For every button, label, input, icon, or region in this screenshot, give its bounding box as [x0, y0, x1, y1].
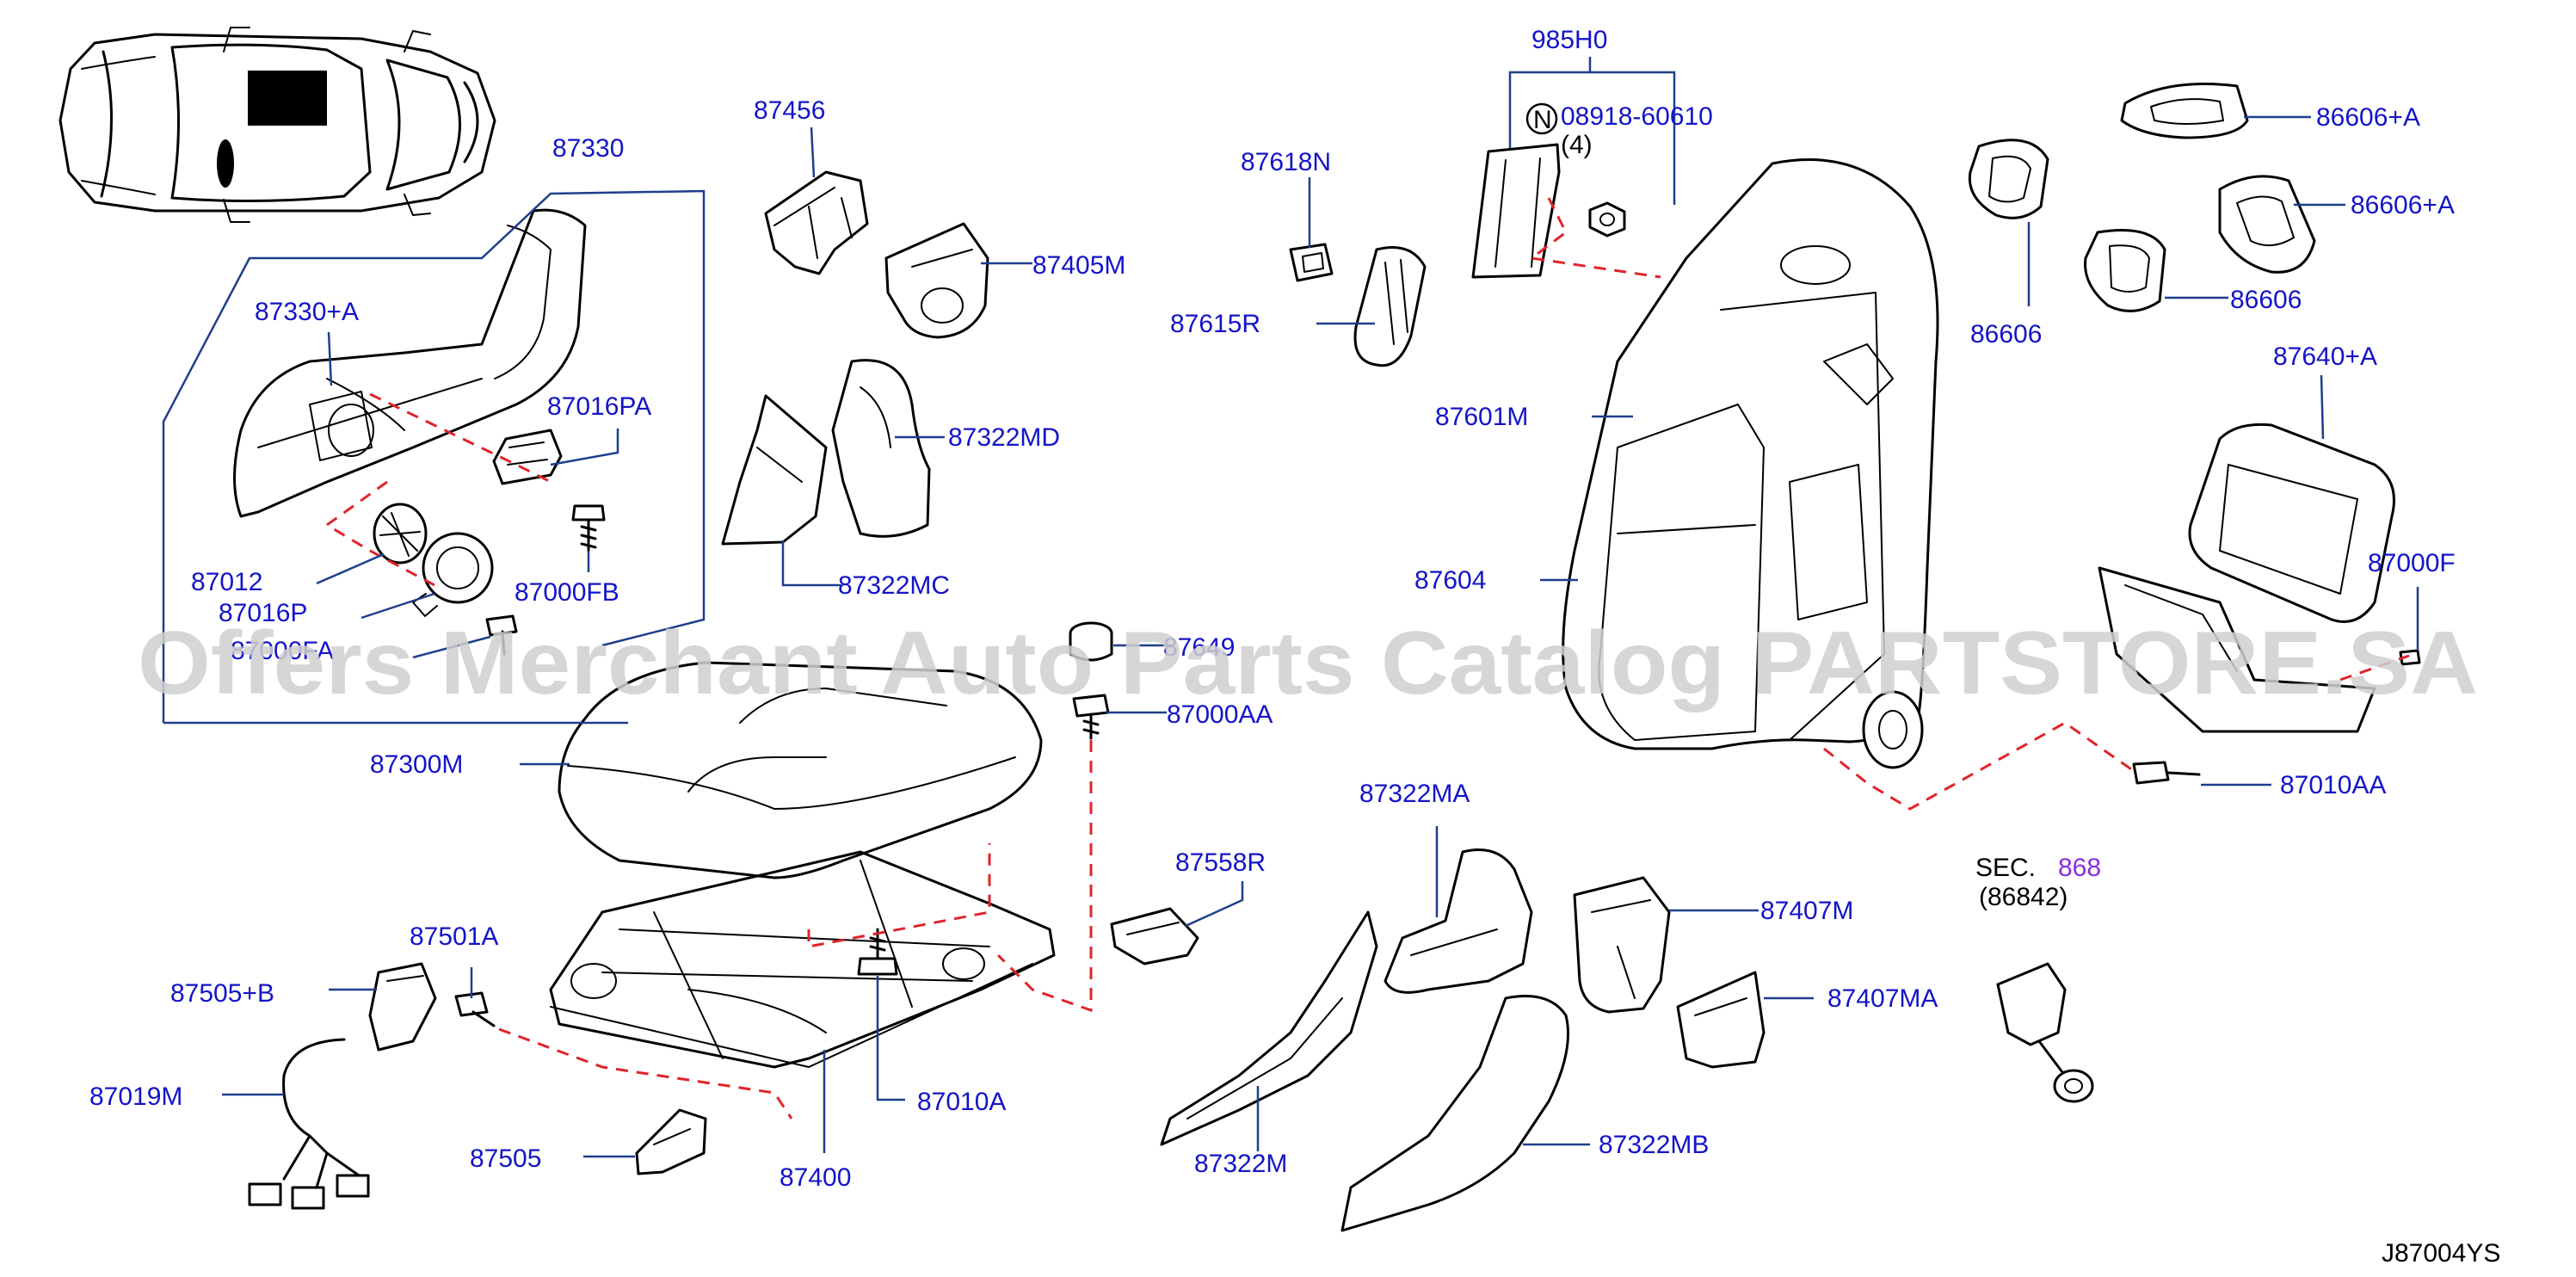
headrest-module-drawing — [1471, 143, 1561, 279]
label-87322m[interactable]: 87322M — [1194, 1150, 1287, 1178]
label-87400[interactable]: 87400 — [780, 1163, 851, 1192]
label-87505-b[interactable]: 87505+B — [170, 979, 274, 1008]
label-08918-60610[interactable]: 08918-60610 — [1561, 102, 1713, 131]
dash-back-bolt — [1823, 721, 2135, 811]
redacted-block — [248, 71, 327, 126]
label-87019m[interactable]: 87019M — [89, 1083, 182, 1111]
shield-87322MC-drawing — [721, 394, 828, 546]
label-86606-a-2[interactable]: 86606+A — [2351, 191, 2455, 219]
screw-87000F-drawing — [2399, 649, 2421, 666]
sec-ref: (86842) — [1979, 883, 2068, 911]
label-08918-qty: (4) — [1561, 131, 1593, 159]
label-86606-2[interactable]: 86606 — [1970, 320, 2042, 349]
seat-back-finisher-drawing — [233, 208, 587, 518]
label-87010a[interactable]: 87010A — [917, 1088, 1006, 1116]
nut-drawing — [1588, 201, 1626, 238]
label-87000fa[interactable]: 87000FA — [231, 637, 334, 665]
screw-87000FA-drawing — [485, 614, 518, 656]
diagram-code: J87004YS — [2382, 1239, 2500, 1268]
label-87501a[interactable]: 87501A — [410, 922, 498, 951]
n-marker-circle — [1525, 102, 1558, 135]
sec-prefix: SEC. — [1975, 854, 2036, 882]
label-985h0[interactable]: 985H0 — [1531, 26, 1607, 54]
dash-finisher-bracket — [369, 392, 552, 484]
label-87618n[interactable]: 87618N — [1241, 148, 1331, 176]
seat-back-drawing — [1562, 158, 1939, 769]
screw-87501A-drawing — [454, 991, 496, 1027]
label-87601m[interactable]: 87601M — [1435, 403, 1528, 431]
dash-frame-bolt-aa — [996, 740, 1093, 1013]
label-87407ma[interactable]: 87407MA — [1827, 984, 1938, 1013]
cover-87405M-drawing — [884, 222, 989, 339]
bolt-87000AA-drawing — [1072, 694, 1110, 740]
label-87016p[interactable]: 87016P — [219, 599, 307, 627]
cap-87558R-drawing — [1110, 907, 1199, 965]
clip-87618N-drawing — [1289, 243, 1334, 282]
cap-87649-drawing — [1069, 621, 1113, 662]
trim-87322MB-drawing — [1340, 995, 1569, 1232]
label-87330[interactable]: 87330 — [552, 134, 624, 163]
n-marker: N — [1533, 106, 1552, 134]
harness-drawing — [248, 1038, 370, 1210]
label-87322md[interactable]: 87322MD — [948, 423, 1060, 452]
part-labels: 87330 87330+A 87016PA 87012 87016P 87000… — [89, 26, 2500, 1268]
trim-87322MA-drawing — [1384, 848, 1533, 994]
handle-87615R-drawing — [1353, 246, 1427, 367]
dash-headrest-nut — [1528, 197, 1661, 279]
seat-frame-drawing — [549, 850, 1056, 1069]
label-87322ma[interactable]: 87322MA — [1359, 780, 1470, 808]
label-87456[interactable]: 87456 — [754, 96, 825, 125]
screw-87000FB-drawing — [571, 504, 606, 552]
label-87558r[interactable]: 87558R — [1175, 848, 1266, 877]
label-87300m[interactable]: 87300M — [370, 750, 463, 779]
label-87405m[interactable]: 87405M — [1032, 251, 1125, 280]
vehicle-location-thumbnail — [59, 27, 496, 223]
seat-cushion-drawing — [558, 661, 1043, 879]
trim-87322M-drawing — [1160, 910, 1378, 1146]
watermark: Offers Merchant Auto Parts Catalog PARTS… — [138, 614, 2478, 713]
label-87640-a[interactable]: 87640+A — [2273, 342, 2377, 371]
label-87000aa[interactable]: 87000AA — [1167, 700, 1273, 729]
label-87000fb[interactable]: 87000FB — [515, 578, 619, 607]
switch-87505B-drawing — [368, 962, 437, 1052]
bracket-drawing — [492, 429, 563, 485]
seat-location-marker — [217, 139, 234, 188]
shield-87322MD-drawing — [831, 359, 931, 538]
bezel-86606-drawing — [1968, 139, 2166, 312]
dash-switch-frame — [498, 1027, 793, 1120]
label-87010aa[interactable]: 87010AA — [2280, 771, 2386, 799]
leader-lines — [162, 57, 2419, 1158]
label-87322mb[interactable]: 87322MB — [1599, 1131, 1709, 1159]
grille-87640A-drawing — [2098, 423, 2395, 733]
label-87012[interactable]: 87012 — [191, 568, 262, 596]
label-87615r[interactable]: 87615R — [1170, 310, 1260, 338]
label-87407m[interactable]: 87407M — [1760, 897, 1853, 925]
cover-87407M-drawing — [1573, 876, 1671, 1014]
bolt-87010A-drawing — [857, 928, 898, 976]
label-87000f[interactable]: 87000F — [2368, 549, 2456, 577]
dash-cushion-frame — [807, 843, 991, 948]
cover-87407MA-drawing — [1676, 971, 1766, 1069]
knob-drawing — [373, 503, 428, 564]
label-87649[interactable]: 87649 — [1163, 633, 1235, 662]
label-87505[interactable]: 87505 — [470, 1144, 541, 1173]
seat-belt-buckle-drawing — [1996, 962, 2094, 1103]
label-87604[interactable]: 87604 — [1414, 566, 1486, 595]
cover-87505-drawing — [635, 1108, 707, 1175]
label-86606-a-1[interactable]: 86606+A — [2316, 103, 2420, 132]
label-86606-1[interactable]: 86606 — [2230, 286, 2302, 314]
bracket-87456-drawing — [764, 170, 869, 275]
bezel-86606A-drawing — [2120, 83, 2316, 274]
label-87322mc[interactable]: 87322MC — [838, 571, 950, 600]
label-87016pa[interactable]: 87016PA — [547, 392, 651, 421]
connection-dashes — [324, 197, 2410, 1120]
bolt-87010AA-drawing — [2132, 761, 2201, 785]
sec-number-link[interactable]: 868 — [2058, 854, 2101, 882]
label-87330-a[interactable]: 87330+A — [255, 298, 359, 326]
